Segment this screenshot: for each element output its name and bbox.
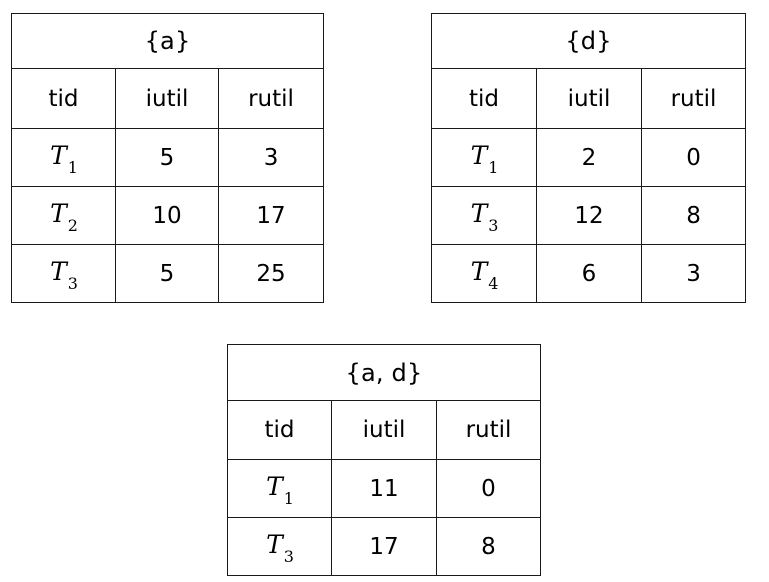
table-a-row0-rutil: 3 bbox=[217, 128, 325, 187]
table-a-header-iutil: iutil bbox=[115, 68, 219, 129]
tid-base: T bbox=[50, 199, 67, 228]
table-row: T3 17 8 bbox=[227, 517, 541, 576]
table-ad-header-row: tid iutil rutil bbox=[227, 400, 541, 460]
table-a-row2-tid: T3 bbox=[11, 244, 116, 303]
tid-subscript: 3 bbox=[283, 547, 294, 566]
table-a-row1-tid: T2 bbox=[11, 186, 116, 245]
table-row: T3 12 8 bbox=[431, 186, 747, 245]
table-d-row2-rutil: 3 bbox=[640, 244, 747, 303]
table-ad-caption: {a, d} bbox=[227, 344, 541, 401]
table-d-row1-iutil: 12 bbox=[536, 186, 642, 245]
tid-base: T bbox=[50, 141, 67, 170]
tid-subscript: 1 bbox=[283, 489, 294, 508]
table-d-row0-rutil: 0 bbox=[640, 128, 747, 187]
table-row: T4 6 3 bbox=[431, 244, 747, 303]
table-ad-header-iutil: iutil bbox=[331, 400, 437, 460]
tid-base: T bbox=[50, 257, 67, 286]
tid-base: T bbox=[470, 257, 488, 286]
table-a-row1-rutil: 17 bbox=[217, 186, 325, 245]
tid-subscript: 3 bbox=[488, 216, 499, 235]
table-row: T1 5 3 bbox=[11, 128, 325, 187]
utility-list-table-d: {d} tid iutil rutil T1 2 0 T3 12 8 T4 6 … bbox=[430, 13, 747, 303]
tid-subscript: 1 bbox=[67, 158, 78, 177]
table-a-row0-iutil: 5 bbox=[115, 128, 219, 187]
table-a-caption: {a} bbox=[10, 13, 325, 69]
table-ad-row1-rutil: 8 bbox=[436, 517, 541, 576]
table-ad-header-rutil: rutil bbox=[436, 400, 541, 460]
table-a-row2-iutil: 5 bbox=[115, 244, 219, 303]
tid-subscript: 2 bbox=[67, 216, 78, 235]
utility-list-table-ad: {a, d} tid iutil rutil T1 11 0 T3 17 8 bbox=[227, 344, 541, 576]
table-ad-row1-tid: T3 bbox=[227, 517, 332, 576]
table-ad-row0-tid: T1 bbox=[227, 459, 332, 518]
table-ad-row0-iutil: 11 bbox=[331, 459, 437, 518]
table-a-header-rutil: rutil bbox=[217, 68, 325, 129]
table-a-row2-rutil: 25 bbox=[217, 244, 325, 303]
table-a-row1-iutil: 10 bbox=[115, 186, 219, 245]
table-d-header-row: tid iutil rutil bbox=[431, 68, 747, 129]
table-a-header-tid: tid bbox=[11, 68, 116, 129]
table-d-header-rutil: rutil bbox=[640, 68, 747, 129]
table-d-row0-iutil: 2 bbox=[536, 128, 642, 187]
tid-subscript: 1 bbox=[488, 158, 499, 177]
table-d-row1-tid: T3 bbox=[431, 186, 537, 245]
table-row: T1 2 0 bbox=[431, 128, 747, 187]
table-d-row0-tid: T1 bbox=[431, 128, 537, 187]
table-row: T2 10 17 bbox=[11, 186, 325, 245]
table-ad-row0-rutil: 0 bbox=[436, 459, 541, 518]
table-d-caption: {d} bbox=[430, 13, 747, 69]
table-d-row2-iutil: 6 bbox=[536, 244, 642, 303]
tid-base: T bbox=[266, 530, 283, 559]
table-row: T3 5 25 bbox=[11, 244, 325, 303]
table-d-row2-tid: T4 bbox=[431, 244, 537, 303]
tid-subscript: 4 bbox=[488, 274, 499, 293]
table-d-header-tid: tid bbox=[431, 68, 537, 129]
table-ad-caption-row: {a, d} bbox=[227, 344, 541, 401]
tid-base: T bbox=[470, 199, 488, 228]
table-ad-header-tid: tid bbox=[227, 400, 332, 460]
tid-base: T bbox=[470, 141, 488, 170]
utility-list-table-a: {a} tid iutil rutil T1 5 3 T2 10 17 T3 5… bbox=[10, 13, 325, 303]
table-row: T1 11 0 bbox=[227, 459, 541, 518]
table-a-caption-row: {a} bbox=[10, 13, 325, 69]
tid-base: T bbox=[266, 472, 283, 501]
table-d-row1-rutil: 8 bbox=[640, 186, 747, 245]
table-d-caption-row: {d} bbox=[430, 13, 747, 69]
table-a-row0-tid: T1 bbox=[11, 128, 116, 187]
table-d-header-iutil: iutil bbox=[536, 68, 642, 129]
table-a-header-row: tid iutil rutil bbox=[11, 68, 325, 129]
table-ad-row1-iutil: 17 bbox=[331, 517, 437, 576]
tid-subscript: 3 bbox=[67, 274, 78, 293]
